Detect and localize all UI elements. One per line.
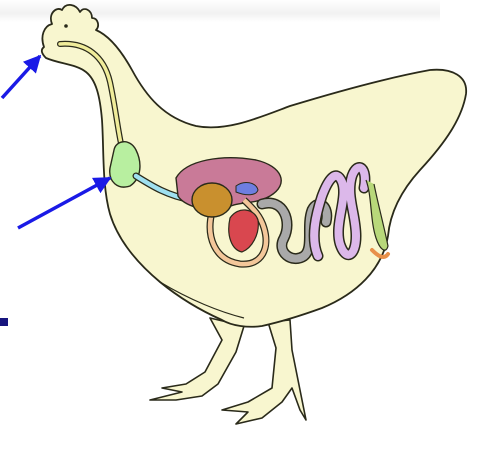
arrow-to-crop bbox=[18, 178, 110, 228]
pancreas bbox=[236, 183, 258, 195]
crop bbox=[110, 142, 140, 187]
arrow-to-beak bbox=[2, 56, 40, 98]
eye bbox=[64, 24, 68, 28]
gizzard bbox=[192, 183, 232, 217]
slide-bullet bbox=[0, 318, 8, 326]
chicken-legs bbox=[150, 318, 306, 424]
